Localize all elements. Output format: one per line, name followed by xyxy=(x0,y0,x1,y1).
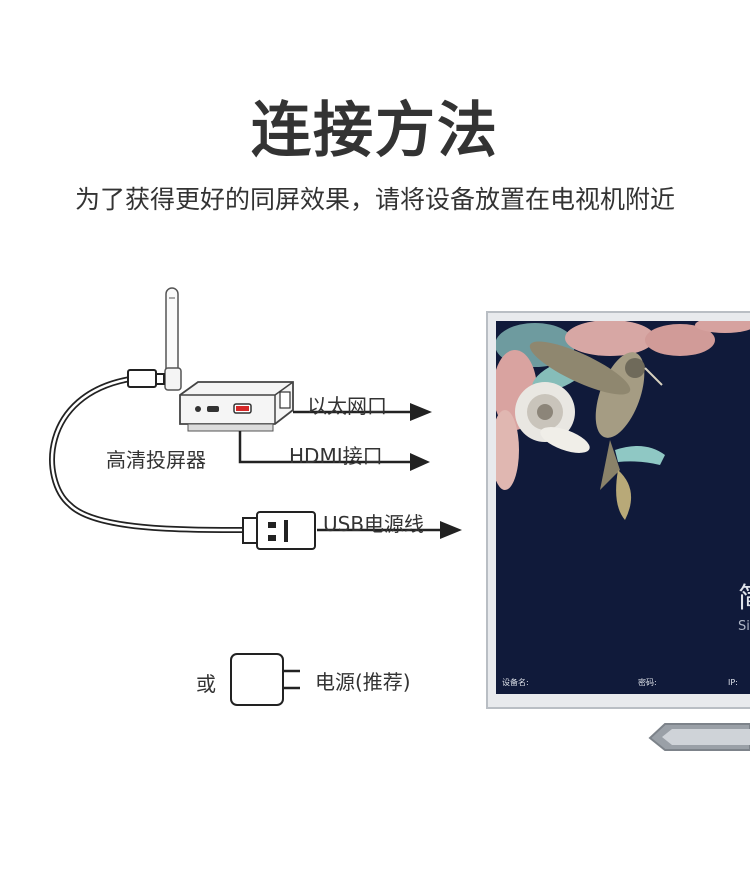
antenna-icon xyxy=(165,288,181,390)
or-label: 或 xyxy=(196,668,216,697)
micro-usb-plug-icon xyxy=(128,370,164,387)
tv-brand-glyph: 简 xyxy=(738,581,750,614)
tv-device-name-label: 设备名: xyxy=(502,677,529,687)
device-label: 高清投屏器 xyxy=(106,444,206,473)
tv: 简 Si 设备名: 密码: IP: xyxy=(487,312,750,750)
tv-password-label: 密码: xyxy=(638,677,657,687)
tv-brand-sub: Si xyxy=(738,619,750,634)
usb-plug-icon xyxy=(243,512,315,549)
ethernet-port-label: 以太网口 xyxy=(307,390,387,419)
power-adapter-icon xyxy=(231,654,300,705)
hdmi-port-label: HDMI接口 xyxy=(289,440,383,469)
device-icon xyxy=(180,382,293,431)
tv-ip-label: IP: xyxy=(728,678,738,687)
usb-cable-label: USB电源线 xyxy=(323,508,424,537)
power-adapter-label: 电源(推荐) xyxy=(315,666,411,695)
